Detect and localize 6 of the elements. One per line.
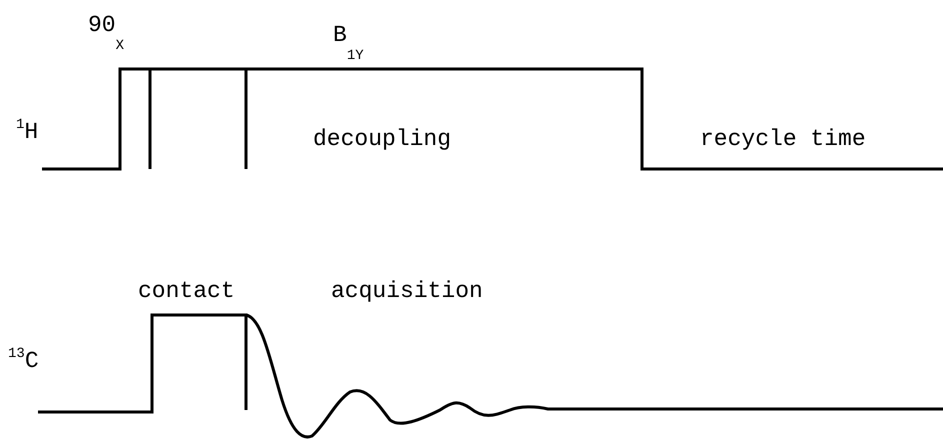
period-label: decoupling [313, 128, 452, 151]
period-label: contact [138, 280, 235, 303]
period-label: acquisition [331, 280, 483, 303]
channel-label: $^{1}$H [16, 118, 38, 144]
channel-label: $^{13}$C [8, 347, 39, 373]
period-label: recycle time [700, 128, 866, 151]
